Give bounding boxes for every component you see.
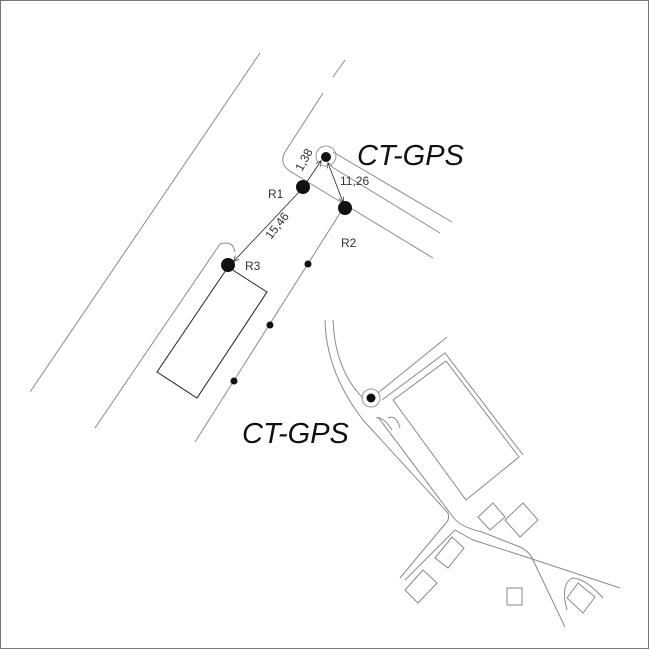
r1-label: R1 (268, 187, 284, 201)
distance-gps-r2: 11,26 (340, 174, 369, 188)
gps-ring-top (315, 145, 337, 167)
r2-label: R2 (341, 236, 357, 250)
distance-gps-r1: 1,38 (292, 146, 315, 173)
point-r1 (296, 180, 310, 194)
r3-label: R3 (245, 259, 261, 273)
gps-label-top: CT-GPS (357, 140, 465, 172)
gps-point-bottom (366, 393, 376, 403)
distance-r1-r3: 15,46 (262, 209, 292, 242)
point-r2 (338, 201, 352, 215)
upper-road-lines (29, 52, 453, 443)
minor-point (304, 260, 312, 268)
gps-ring-bottom (361, 388, 381, 408)
dimension-r1-r3 (234, 190, 301, 261)
building-outline (156, 266, 268, 399)
minor-point (266, 321, 274, 329)
dimension-gps-r2 (328, 163, 343, 202)
lower-road-lines (324, 319, 621, 628)
minor-point (230, 377, 238, 385)
gps-point-top (321, 152, 331, 162)
gps-label-bottom: CT-GPS (242, 418, 350, 450)
dimension-gps-r1 (305, 161, 321, 184)
point-r3 (221, 258, 235, 272)
